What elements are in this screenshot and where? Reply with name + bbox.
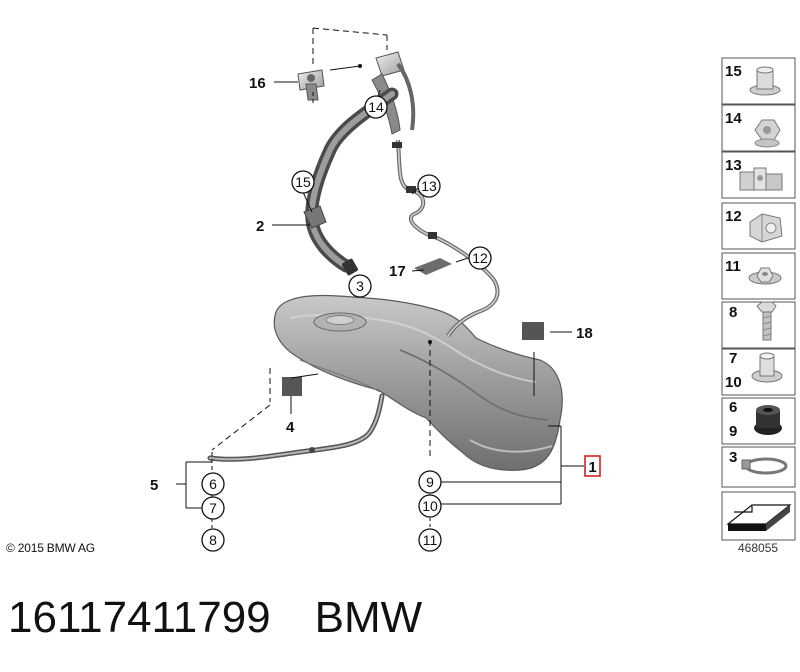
svg-text:7: 7 [729, 350, 737, 367]
legend-cell-12: 12 [721, 202, 796, 250]
svg-text:9: 9 [426, 474, 434, 490]
callout-15: 15 [291, 170, 315, 194]
vent-valve-16 [297, 69, 325, 101]
callout-18: 18 [576, 325, 593, 342]
copyright-notice: © 2015 BMW AG [6, 541, 95, 555]
callout-17: 17 [389, 263, 406, 280]
legend-cell-6-9: 6 9 [721, 397, 796, 445]
svg-text:6: 6 [729, 399, 737, 416]
callout-13: 13 [417, 174, 441, 198]
filler-pipe [303, 51, 500, 338]
svg-text:13: 13 [421, 178, 437, 194]
callout-2: 2 [256, 218, 264, 235]
legend-cell-15: 15 [721, 57, 796, 105]
brand-name: BMW [314, 593, 423, 642]
svg-text:6: 6 [209, 476, 217, 492]
svg-text:15: 15 [295, 174, 311, 190]
svg-text:12: 12 [725, 208, 742, 225]
tension-strap [207, 393, 385, 462]
legend-cell-11: 11 [721, 252, 796, 300]
svg-text:3: 3 [356, 278, 364, 294]
legend-cell-8: 8 [721, 301, 796, 349]
svg-text:3: 3 [729, 449, 737, 466]
insulation-pad-18 [522, 322, 544, 340]
callout-9: 9 [418, 470, 442, 494]
svg-text:14: 14 [368, 99, 384, 115]
part-number: 16117411799 [8, 593, 271, 642]
insulation-pad-17 [414, 258, 452, 275]
legend-cell-3: 3 [721, 446, 796, 488]
svg-text:12: 12 [472, 250, 488, 266]
legend-cell-13: 13 [721, 151, 796, 199]
svg-text:10: 10 [422, 498, 438, 514]
callout-1-highlighted: 1 [584, 455, 601, 477]
callout-8: 8 [201, 528, 225, 552]
callouts: 14 15 13 12 3 6 7 8 [150, 75, 601, 552]
rubber-grommet-icon [754, 405, 782, 435]
svg-text:1: 1 [588, 459, 596, 476]
callout-14: 14 [364, 95, 388, 119]
svg-text:10: 10 [725, 374, 742, 391]
nut-icon [754, 119, 781, 148]
svg-text:9: 9 [729, 423, 737, 440]
callout-5: 5 [150, 477, 158, 494]
diagram-id: 468055 [738, 541, 779, 555]
insulation-mat-icon [726, 504, 792, 531]
legend-cell-7-10: 7 10 [721, 348, 796, 396]
svg-text:13: 13 [725, 157, 742, 174]
clamp-clip-icon [749, 213, 783, 243]
legend-cell-mat [721, 491, 796, 541]
part-caption: 16117411799 BMW [8, 590, 422, 646]
hex-bolt-icon [756, 301, 777, 341]
hose-clamp-icon [741, 457, 788, 475]
svg-text:11: 11 [725, 258, 741, 275]
svg-text:15: 15 [725, 63, 742, 80]
fuel-tank [273, 258, 563, 471]
callout-10: 10 [418, 494, 442, 518]
callout-7: 7 [201, 496, 225, 520]
insulation-pad-4 [282, 377, 302, 396]
svg-text:8: 8 [729, 304, 737, 321]
legend-cell-14: 14 [721, 104, 796, 152]
washer-nut-icon [748, 267, 782, 285]
callout-12: 12 [468, 246, 492, 270]
callout-6: 6 [201, 472, 225, 496]
svg-text:11: 11 [423, 532, 438, 548]
pipe-clip-icon [739, 167, 783, 191]
svg-text:14: 14 [725, 110, 742, 127]
flange-nut-icon [749, 66, 781, 96]
callout-11: 11 [418, 528, 442, 552]
spacer-nut-icon [751, 352, 783, 383]
callout-4: 4 [286, 419, 295, 436]
parts-legend: 15 14 13 [721, 57, 796, 541]
callout-3: 3 [348, 274, 372, 298]
callout-16: 16 [249, 75, 266, 92]
svg-text:7: 7 [209, 500, 217, 516]
svg-text:8: 8 [209, 532, 217, 548]
